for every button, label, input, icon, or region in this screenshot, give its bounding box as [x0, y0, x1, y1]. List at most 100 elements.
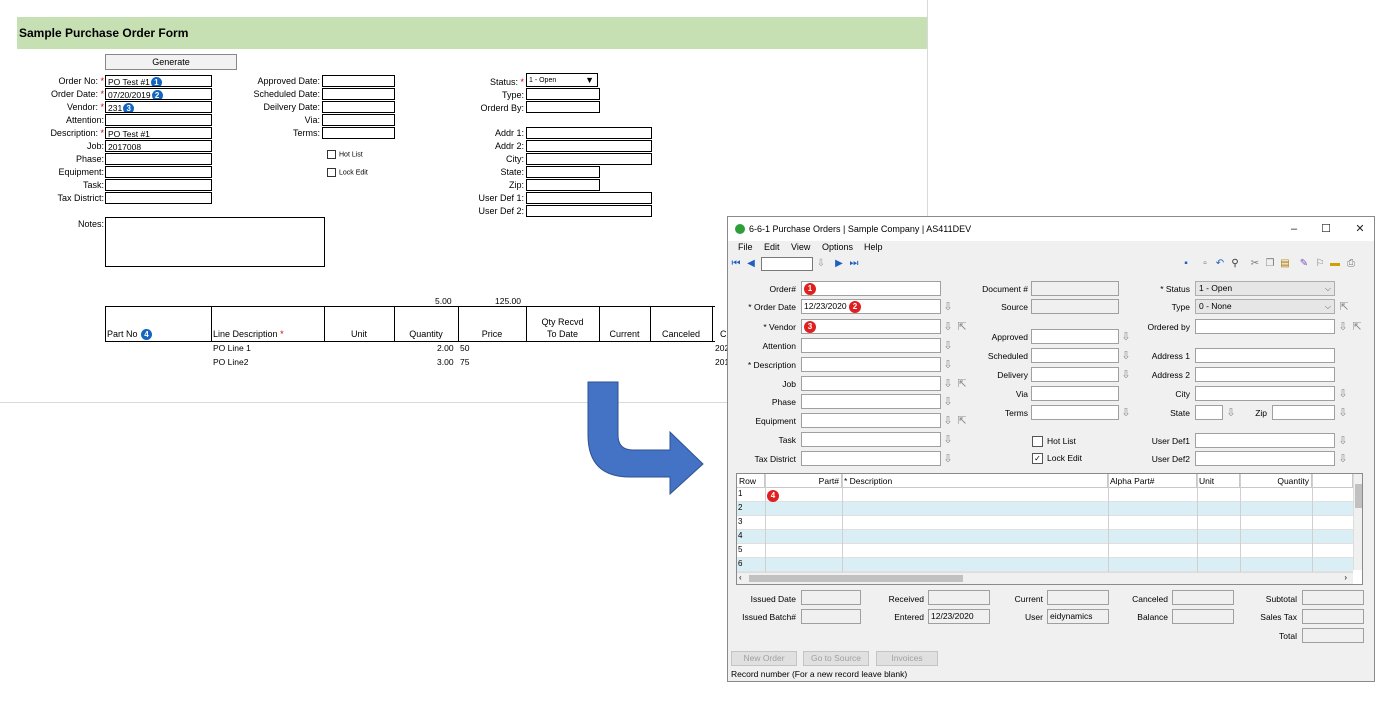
- lookup-arrow-icon[interactable]: ⇩: [1338, 388, 1348, 400]
- lookup-arrow-icon[interactable]: ⇩: [943, 340, 953, 352]
- minimize-button[interactable]: –: [1290, 223, 1298, 235]
- grid-header-quantity[interactable]: Quantity: [1240, 474, 1312, 488]
- scrollbar-thumb[interactable]: [749, 575, 963, 582]
- terms-field[interactable]: [322, 127, 395, 139]
- status-dropdown[interactable]: 1 - Open⌵: [1195, 281, 1335, 296]
- table-row[interactable]: 5: [737, 544, 1353, 558]
- scheduled-date-field[interactable]: [322, 88, 395, 100]
- user-def-2-field[interactable]: [526, 205, 652, 217]
- scheduled-field[interactable]: [1031, 348, 1119, 363]
- vendor-field[interactable]: 3: [801, 319, 941, 334]
- ordered-by-field[interactable]: [1195, 319, 1335, 334]
- close-button[interactable]: ✕: [1355, 223, 1365, 235]
- drilldown-icon[interactable]: ⇱: [957, 321, 967, 333]
- drilldown-icon[interactable]: ⇱: [1339, 301, 1349, 313]
- horizontal-scrollbar[interactable]: ‹ ›: [737, 572, 1353, 584]
- grid-header-description[interactable]: * Description: [842, 474, 1108, 488]
- task-field[interactable]: [105, 179, 212, 191]
- addr-2-field[interactable]: [526, 140, 652, 152]
- drilldown-icon[interactable]: ⇱: [957, 415, 967, 427]
- phase-field[interactable]: [801, 394, 941, 409]
- addr-1-field[interactable]: [526, 127, 652, 139]
- via-field[interactable]: [1031, 386, 1119, 401]
- attention-field[interactable]: [105, 114, 212, 126]
- table-row[interactable]: 2: [737, 502, 1353, 516]
- go-to-source-button[interactable]: Go to Source: [803, 651, 869, 666]
- terms-field[interactable]: [1031, 405, 1119, 420]
- state-field[interactable]: [1195, 405, 1223, 420]
- approved-date-field[interactable]: [322, 75, 395, 87]
- description-field[interactable]: [801, 357, 941, 372]
- address1-field[interactable]: [1195, 348, 1335, 363]
- type-field[interactable]: [526, 88, 600, 100]
- lock-edit-checkbox[interactable]: Lock Edit: [327, 168, 368, 177]
- previous-record-icon[interactable]: ◀: [747, 258, 755, 269]
- state-field[interactable]: [526, 166, 600, 178]
- menu-edit[interactable]: Edit: [764, 242, 780, 252]
- scroll-left-icon[interactable]: ‹: [739, 573, 742, 582]
- copy-icon[interactable]: ❐: [1265, 258, 1275, 269]
- table-row[interactable]: 6: [737, 558, 1353, 572]
- lookup-arrow-icon[interactable]: ⇩: [943, 453, 953, 465]
- lookup-arrow-icon[interactable]: ⇩: [943, 415, 953, 427]
- hot-list-checkbox[interactable]: Hot List: [327, 150, 363, 159]
- undo-icon[interactable]: ↶: [1215, 258, 1225, 269]
- lookup-arrow-icon[interactable]: ⇩: [1338, 435, 1348, 447]
- order-field[interactable]: 1: [801, 281, 941, 296]
- attention-field[interactable]: [801, 338, 941, 353]
- equipment-field[interactable]: [801, 413, 941, 428]
- job-field[interactable]: [801, 376, 941, 391]
- next-record-icon[interactable]: ▶: [835, 258, 843, 269]
- maximize-button[interactable]: ☐: [1321, 223, 1331, 235]
- attachment-icon[interactable]: ⚐: [1315, 258, 1325, 269]
- new-record-icon[interactable]: ▫: [1203, 258, 1207, 269]
- menu-file[interactable]: File: [738, 242, 753, 252]
- lock-edit-checkbox[interactable]: ✓Lock Edit: [1032, 453, 1082, 465]
- line-items-grid[interactable]: Row Part# * Description Alpha Part# Unit…: [736, 473, 1363, 585]
- lookup-arrow-icon[interactable]: ⇩: [1121, 331, 1131, 343]
- tax-district-field[interactable]: [105, 192, 212, 204]
- grid-header-unit[interactable]: Unit: [1197, 474, 1240, 488]
- table-row[interactable]: 1: [737, 488, 1353, 502]
- via-field[interactable]: [322, 114, 395, 126]
- menu-view[interactable]: View: [791, 242, 811, 252]
- phase-field[interactable]: [105, 153, 212, 165]
- user-def1-field[interactable]: [1195, 433, 1335, 448]
- lookup-arrow-icon[interactable]: ⇩: [943, 434, 953, 446]
- user-def2-field[interactable]: [1195, 451, 1335, 466]
- lookup-arrow-icon[interactable]: ⇩: [1121, 350, 1131, 362]
- order-date-field[interactable]: 12/23/2020 2: [801, 299, 941, 314]
- delivery-field[interactable]: [1031, 367, 1119, 382]
- user-def-1-field[interactable]: [526, 192, 652, 204]
- table-row[interactable]: 4: [737, 530, 1353, 544]
- status-dropdown[interactable]: 1 - Open▼: [526, 73, 598, 87]
- task-field[interactable]: [801, 432, 941, 447]
- grid-header-alpha-part[interactable]: Alpha Part#: [1108, 474, 1197, 488]
- find-icon[interactable]: ⚲: [1231, 258, 1239, 269]
- generate-button[interactable]: Generate: [105, 54, 237, 70]
- menu-help[interactable]: Help: [864, 242, 883, 252]
- deilvery-date-field[interactable]: [322, 101, 395, 113]
- city-field[interactable]: [1195, 386, 1335, 401]
- lookup-arrow-icon[interactable]: ⇩: [1226, 407, 1236, 419]
- first-record-icon[interactable]: ⏮: [731, 258, 741, 269]
- type-dropdown[interactable]: 0 - None⌵: [1195, 299, 1335, 314]
- lookup-arrow-icon[interactable]: ⇩: [1121, 369, 1131, 381]
- equipment-field[interactable]: [105, 166, 212, 178]
- lookup-arrow-icon[interactable]: ⇩: [1338, 321, 1348, 333]
- lookup-arrow-icon[interactable]: ⇩: [816, 258, 826, 269]
- vertical-scrollbar[interactable]: [1353, 474, 1362, 570]
- scroll-right-icon[interactable]: ›: [1344, 573, 1347, 582]
- zip-field[interactable]: [526, 179, 600, 191]
- city-field[interactable]: [526, 153, 652, 165]
- description-field[interactable]: PO Test #1: [105, 127, 212, 139]
- drilldown-icon[interactable]: ⇱: [957, 378, 967, 390]
- hot-list-checkbox[interactable]: Hot List: [1032, 436, 1076, 448]
- paste-icon[interactable]: ▤: [1280, 258, 1290, 269]
- lookup-arrow-icon[interactable]: ⇩: [943, 301, 953, 313]
- ordered-by-field[interactable]: [526, 101, 600, 113]
- tax-district-field[interactable]: [801, 451, 941, 466]
